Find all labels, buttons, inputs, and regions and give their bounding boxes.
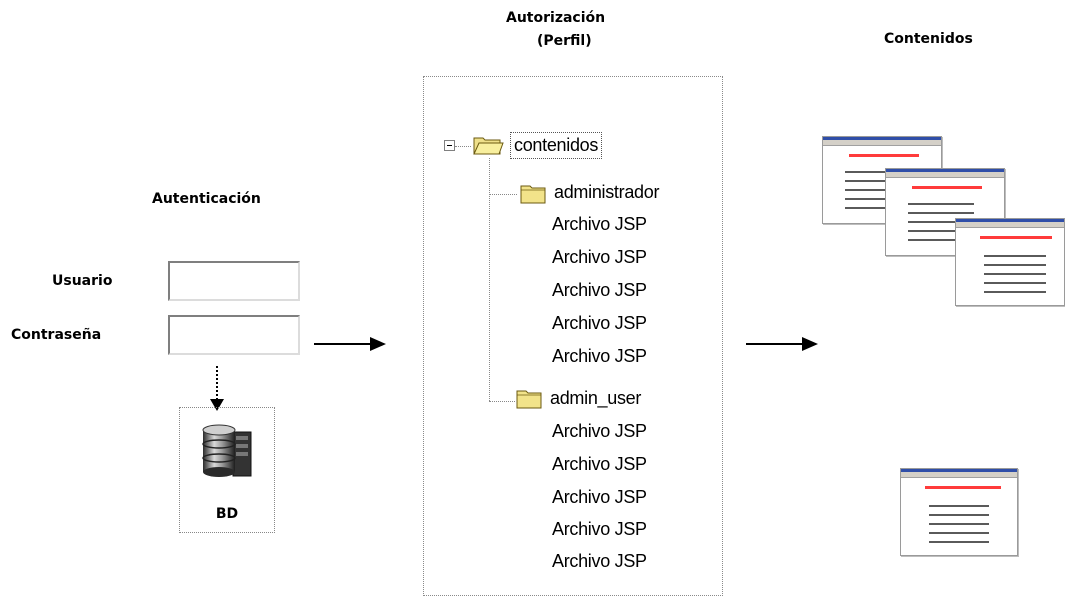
tree-connector [455, 146, 471, 147]
arrow-authz-to-contents-head [802, 337, 818, 351]
database-label: BD [215, 506, 239, 522]
authz-title-line1: Autorización [506, 10, 606, 26]
tree-branch-administrador [489, 194, 517, 195]
file-item[interactable]: Archivo JSP [552, 214, 647, 234]
folder-label-administrador[interactable]: administrador [554, 182, 660, 202]
content-page-thumbnail[interactable] [885, 168, 1005, 256]
arrow-authz-to-contents [746, 343, 804, 345]
file-item[interactable]: Archivo JSP [552, 454, 647, 474]
file-item[interactable]: Archivo JSP [552, 313, 647, 333]
file-item[interactable]: Archivo JSP [552, 551, 647, 571]
tree-trunk [489, 158, 490, 401]
content-page-thumbnail[interactable] [955, 218, 1065, 306]
content-page-thumbnail[interactable] [900, 468, 1018, 556]
file-item[interactable]: Archivo JSP [552, 280, 647, 300]
collapse-toggle[interactable] [444, 140, 455, 151]
folder-label-admin-user[interactable]: admin_user [550, 388, 642, 408]
root-folder-label[interactable]: contenidos [510, 132, 603, 159]
contents-title: Contenidos [884, 31, 973, 47]
database-icon [202, 424, 252, 477]
database-box: BD [179, 407, 275, 533]
password-label: Contraseña [11, 327, 102, 343]
file-item[interactable]: Archivo JSP [552, 487, 647, 507]
authz-title-line2: (Perfil) [537, 33, 592, 49]
folder-icon [520, 185, 546, 204]
user-field[interactable] [168, 261, 300, 301]
file-item[interactable]: Archivo JSP [552, 247, 647, 267]
folder-icon [516, 390, 542, 409]
user-label: Usuario [52, 273, 113, 289]
open-folder-icon [473, 137, 504, 155]
minus-icon [447, 145, 452, 146]
db-connector-line [216, 366, 218, 400]
arrow-auth-to-authz [314, 343, 372, 345]
password-field[interactable] [168, 315, 300, 355]
arrow-auth-to-authz-head [370, 337, 386, 351]
db-connector-arrowhead [210, 399, 224, 411]
profile-tree-panel [423, 76, 723, 596]
auth-title: Autenticación [152, 191, 261, 207]
tree-branch-admin-user [489, 401, 515, 402]
file-item[interactable]: Archivo JSP [552, 519, 647, 539]
file-item[interactable]: Archivo JSP [552, 421, 647, 441]
file-item[interactable]: Archivo JSP [552, 346, 647, 366]
